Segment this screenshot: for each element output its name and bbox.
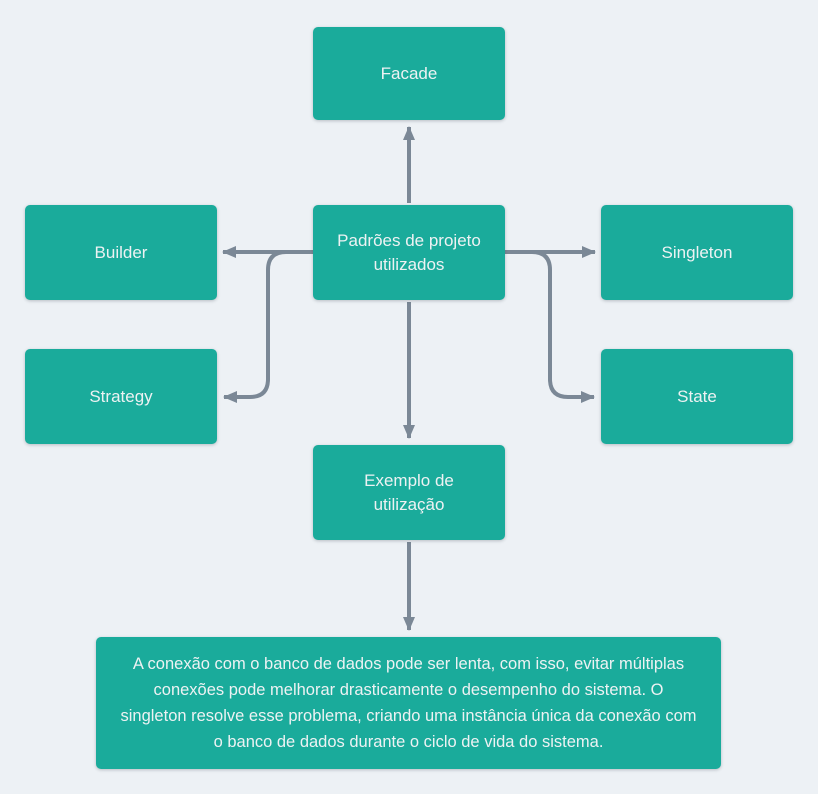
node-singleton-label: Singleton <box>661 242 733 262</box>
node-builder-label: Builder <box>94 242 148 262</box>
node-state-label: State <box>677 386 717 406</box>
node-facade-label: Facade <box>380 63 438 83</box>
node-patterns-label: Padrões de projeto utilizados <box>337 230 481 274</box>
node-builder[interactable]: Builder <box>25 205 217 300</box>
node-example[interactable]: Exemplo de utilização <box>313 445 505 540</box>
node-singleton[interactable]: Singleton <box>601 205 793 300</box>
node-description[interactable]: A conexão com o banco de dados pode ser … <box>96 637 721 769</box>
node-patterns[interactable]: Padrões de projeto utilizados <box>313 205 505 300</box>
edge-patterns-state <box>516 250 595 403</box>
node-strategy-label: Strategy <box>89 386 153 406</box>
node-description-label: A conexão com o banco de dados pode ser … <box>120 655 697 751</box>
node-state[interactable]: State <box>601 349 793 444</box>
node-facade[interactable]: Facade <box>313 27 505 120</box>
edge-patterns-strategy <box>223 250 302 403</box>
node-example-label: Exemplo de utilização <box>364 470 454 514</box>
node-strategy[interactable]: Strategy <box>25 349 217 444</box>
